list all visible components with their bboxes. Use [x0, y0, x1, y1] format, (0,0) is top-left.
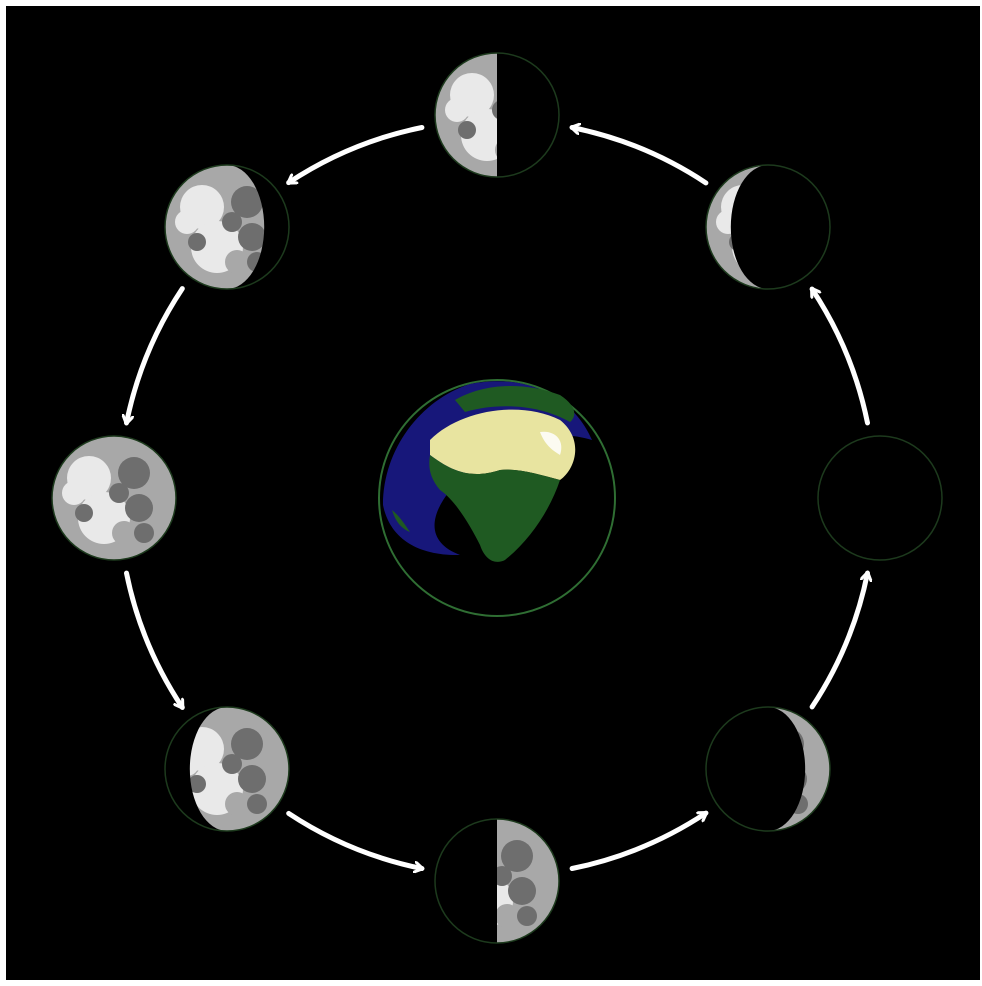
moon-shadow	[731, 165, 830, 289]
moon-shadow	[497, 53, 559, 177]
moon-right	[818, 436, 942, 560]
curved-arrow-icon	[127, 289, 183, 423]
moon-top	[435, 53, 559, 177]
curved-arrow-icon	[289, 128, 422, 183]
moon-shadow	[706, 707, 805, 831]
moon-lower-right	[706, 707, 830, 831]
earth	[379, 380, 615, 616]
curved-arrow-icon	[289, 813, 422, 868]
moon-upper-left	[165, 165, 289, 289]
moon-lower-left	[165, 707, 289, 831]
curved-arrow-icon	[812, 573, 867, 707]
curved-arrow-icon	[572, 128, 706, 183]
moon-shadow	[435, 819, 497, 943]
moon-upper-right	[706, 165, 830, 289]
curved-arrow-icon	[127, 573, 183, 707]
curved-arrow-icon	[572, 813, 706, 868]
moon-bottom	[435, 819, 559, 943]
moon-left	[52, 436, 176, 560]
curved-arrow-icon	[812, 289, 867, 423]
